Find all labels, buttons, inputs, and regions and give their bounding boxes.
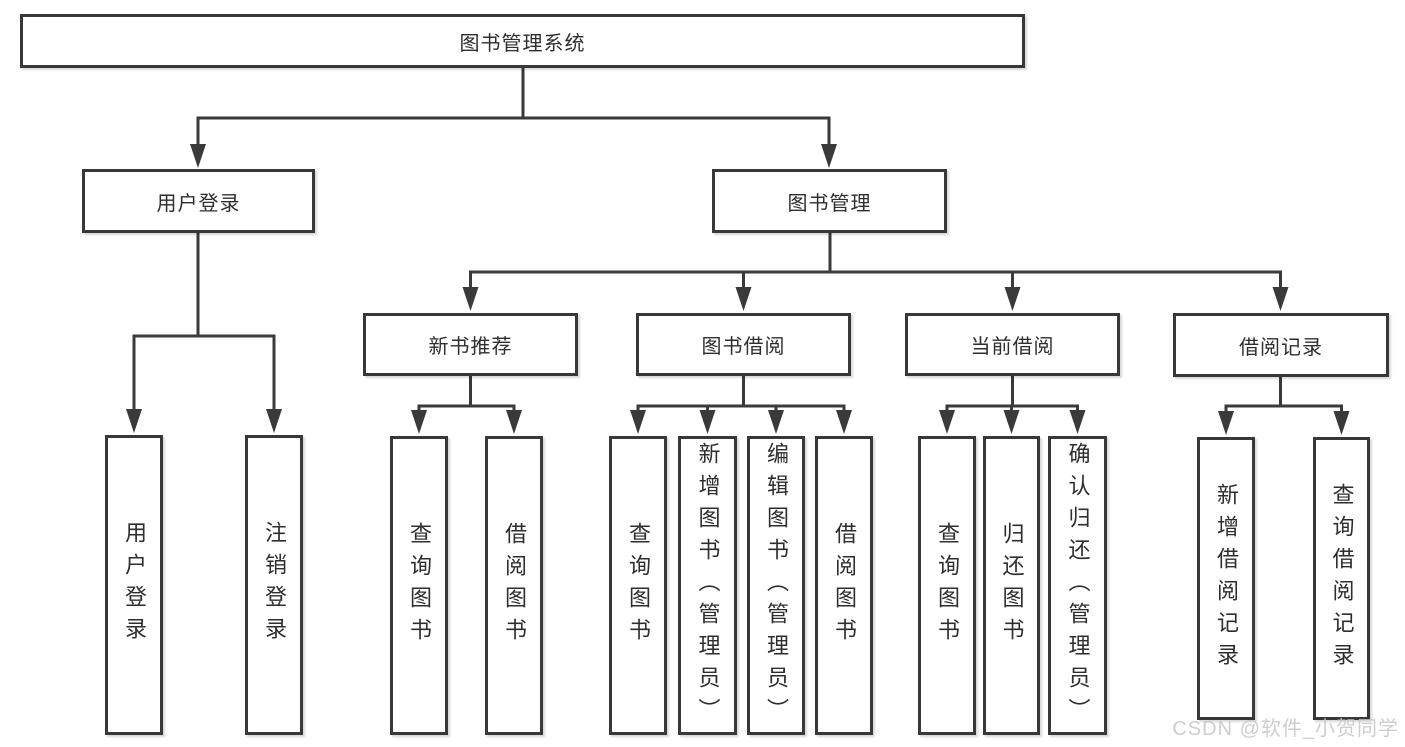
leaf-borrow-books-borrowing: 借阅图书 <box>815 436 873 735</box>
node-book-borrowing: 图书借阅 <box>636 313 851 376</box>
leaf-query-books-borrowing-label: 查询图书 <box>626 521 651 650</box>
leaf-borrow-books-recommend-label: 借阅图书 <box>502 521 527 650</box>
leaf-confirm-return-admin: 确认归还（管理员） <box>1048 436 1107 735</box>
leaf-user-login: 用户登录 <box>105 435 163 735</box>
leaf-add-borrow-record: 新增借阅记录 <box>1197 437 1255 720</box>
node-book-management: 图书管理 <box>712 169 947 233</box>
leaf-add-borrow-record-label: 新增借阅记录 <box>1214 482 1239 675</box>
watermark: CSDN @软件_小贺同学 <box>1172 718 1399 740</box>
leaf-add-book-admin-label: 新增图书（管理员） <box>695 441 721 730</box>
node-book-management-label: 图书管理 <box>787 192 872 215</box>
node-new-book-recommend: 新书推荐 <box>363 313 578 376</box>
leaf-edit-book-admin: 编辑图书（管理员） <box>747 436 805 735</box>
leaf-add-book-admin: 新增图书（管理员） <box>678 436 737 735</box>
leaf-logout-label: 注销登录 <box>262 521 287 649</box>
leaf-borrow-books-borrowing-label: 借阅图书 <box>832 521 857 650</box>
leaf-return-book-label: 归还图书 <box>999 521 1025 650</box>
node-user-login-label: 用户登录 <box>156 192 241 215</box>
leaf-query-borrow-record-label: 查询借阅记录 <box>1329 482 1355 675</box>
leaf-query-books-borrowing: 查询图书 <box>609 436 667 735</box>
leaf-logout: 注销登录 <box>245 435 303 735</box>
leaf-query-books-current-label: 查询图书 <box>935 521 960 650</box>
leaf-user-login-label: 用户登录 <box>122 521 147 649</box>
node-user-login: 用户登录 <box>82 169 315 233</box>
leaf-query-books-recommend: 查询图书 <box>390 436 448 735</box>
leaf-borrow-books-recommend: 借阅图书 <box>485 436 543 735</box>
leaf-return-book: 归还图书 <box>983 436 1040 735</box>
node-borrowing-records-label: 借阅记录 <box>1239 336 1323 359</box>
leaf-edit-book-admin-label: 编辑图书（管理员） <box>764 441 789 730</box>
leaf-query-books-recommend-label: 查询图书 <box>407 521 432 650</box>
node-current-borrowing: 当前借阅 <box>905 313 1120 376</box>
leaf-query-books-current: 查询图书 <box>918 436 976 735</box>
node-root: 图书管理系统 <box>20 14 1025 68</box>
leaf-confirm-return-admin-label: 确认归还（管理员） <box>1065 441 1091 730</box>
node-new-book-recommend-label: 新书推荐 <box>428 336 513 358</box>
node-root-label: 图书管理系统 <box>459 32 586 55</box>
leaf-query-borrow-record: 查询借阅记录 <box>1313 437 1370 720</box>
node-current-borrowing-label: 当前借阅 <box>970 336 1055 358</box>
node-borrowing-records: 借阅记录 <box>1173 313 1389 377</box>
node-book-borrowing-label: 图书借阅 <box>701 336 786 358</box>
